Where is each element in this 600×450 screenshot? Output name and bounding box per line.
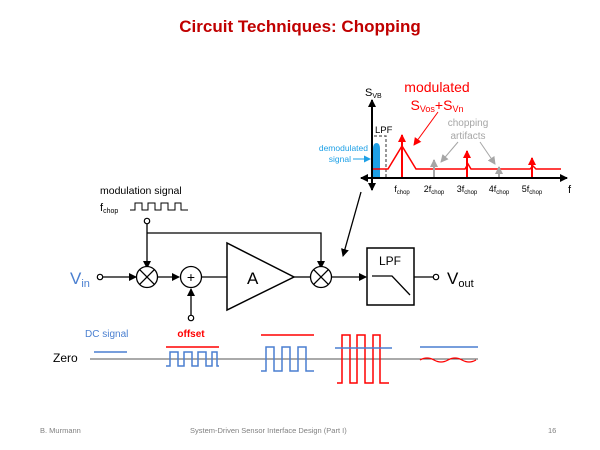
artifact-pointer-4 xyxy=(479,141,496,165)
block-diagram: modulation signal fchop Vin + A xyxy=(70,185,474,322)
offset-label: offset xyxy=(177,329,205,340)
vout-node xyxy=(432,273,440,281)
chopped-offset-waveform xyxy=(337,334,389,384)
zero-label: Zero xyxy=(53,351,78,365)
amplified-chopped-waveform xyxy=(261,346,314,372)
clock-node xyxy=(143,217,151,225)
vin-node xyxy=(96,273,104,281)
spectrum-plot: SVB f LPF demodulated signal modulated S… xyxy=(319,79,572,196)
summer xyxy=(179,265,203,289)
footer-page-number: 16 xyxy=(548,426,557,435)
waveforms: Zero DC signal offset xyxy=(53,329,478,384)
spectrum-lpf-label: LPF xyxy=(375,125,393,136)
lpf-block-label: LPF xyxy=(379,254,401,268)
chopped-dc-waveform xyxy=(166,351,219,367)
demodulated-signal-bar xyxy=(373,143,380,178)
signal-label: signal xyxy=(329,154,351,164)
artifacts-label: artifacts xyxy=(450,131,485,142)
x-axis-label: f xyxy=(568,184,572,196)
clock-waveform-icon xyxy=(130,202,188,211)
dc-signal-label: DC signal xyxy=(85,329,128,340)
summer-plus: + xyxy=(187,269,195,285)
frequency-tick-label: 5fchop xyxy=(522,184,543,196)
spectrum-lpf-box xyxy=(374,135,387,178)
residual-ripple xyxy=(419,357,477,363)
multiplier-2 xyxy=(309,265,333,289)
fchop-label: fchop xyxy=(100,202,118,215)
multiplier-1 xyxy=(135,265,159,289)
lpf-response-icon xyxy=(372,275,411,296)
footer-author: B. Murmann xyxy=(40,426,81,435)
spectrum-pointer-arrow xyxy=(341,191,362,257)
footer-course: System-Driven Sensor Interface Design (P… xyxy=(190,426,347,435)
frequency-tick-label: 2fchop xyxy=(424,184,445,196)
offset-node xyxy=(187,314,195,322)
amplifier-label: A xyxy=(247,269,259,288)
slide-title: Circuit Techniques: Chopping xyxy=(179,17,421,36)
frequency-tick-label: fchop xyxy=(394,184,410,196)
modulated-label: modulated xyxy=(404,79,469,95)
y-axis-label: SVB xyxy=(365,87,382,100)
clock-to-mult2 xyxy=(147,232,325,269)
artifact-pointer-2 xyxy=(440,141,459,163)
amplifier xyxy=(226,241,296,312)
vin-label: Vin xyxy=(70,269,90,290)
modulated-formula: SVos+SVn xyxy=(411,97,464,114)
frequency-tick-label: 4fchop xyxy=(489,184,510,196)
modulated-pointer xyxy=(413,111,439,146)
demodulated-label: demodulated xyxy=(319,143,368,153)
vout-label: Vout xyxy=(447,269,474,290)
modulation-signal-label: modulation signal xyxy=(100,185,182,197)
chopping-label: chopping xyxy=(448,118,489,129)
frequency-tick-label: 3fchop xyxy=(457,184,478,196)
